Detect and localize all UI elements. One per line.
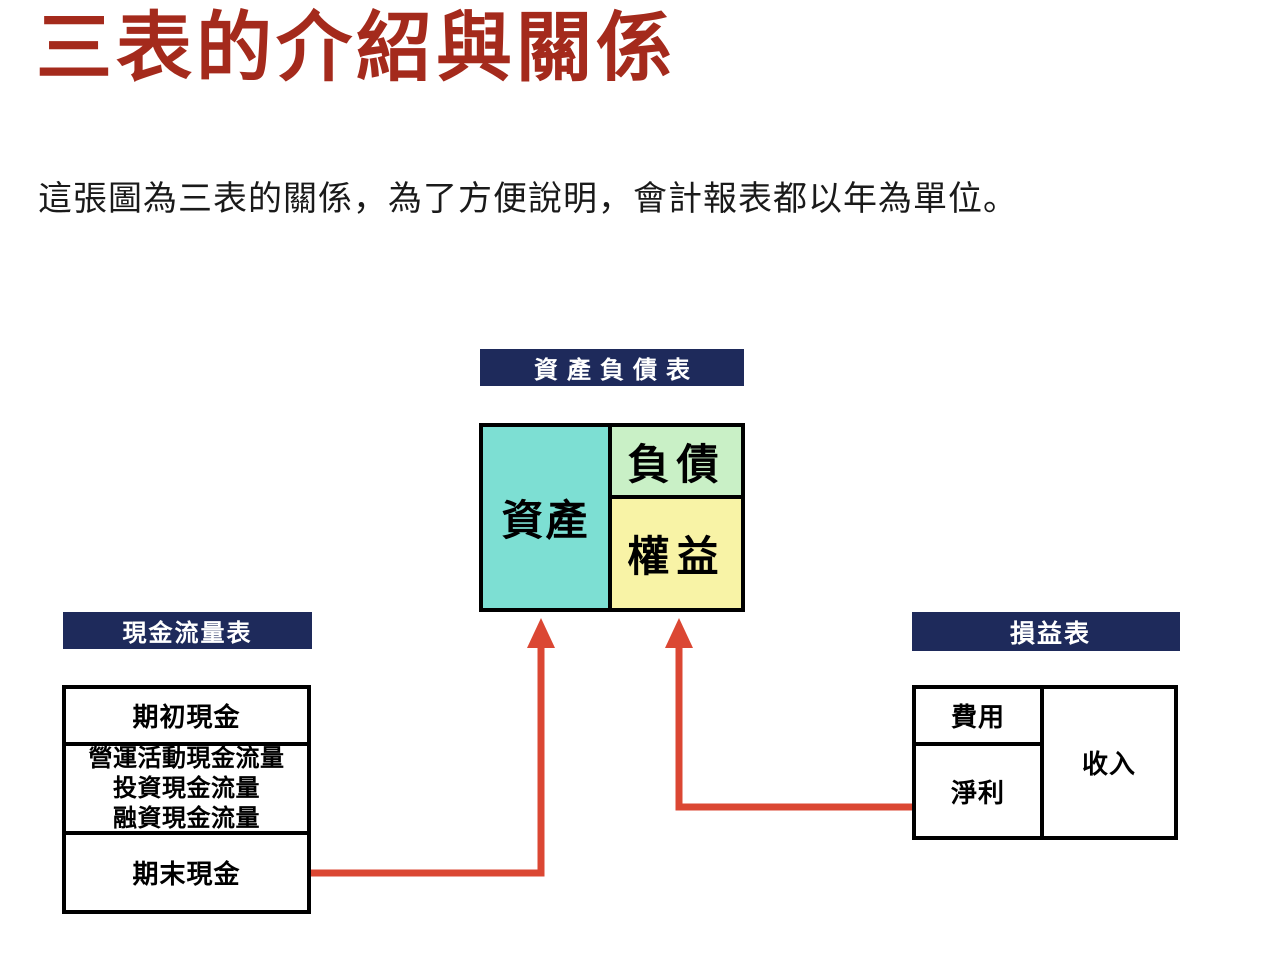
ending-cash-row: 期末現金	[66, 835, 307, 910]
liabilities-label: 負債	[627, 440, 726, 488]
assets-cell: 資產	[483, 427, 612, 608]
cash-flow-table: 期初現金 營運活動現金流量 投資現金流量 融資現金流量 期末現金	[62, 685, 311, 914]
net-profit-label: 淨利	[950, 777, 1005, 808]
equity-cell: 權益	[612, 499, 741, 608]
revenue-cell: 收入	[1044, 689, 1174, 836]
expenses-label: 費用	[950, 702, 1005, 732]
balance-sheet-header-label: 資產負債表	[534, 357, 699, 384]
net-profit-cell: 淨利	[916, 746, 1040, 836]
cash-flow-activities-row: 營運活動現金流量 投資現金流量 融資現金流量	[66, 744, 307, 835]
beginning-cash-row: 期初現金	[66, 689, 307, 746]
page-subtitle: 這張圖為三表的關係，為了方便說明，會計報表都以年為單位。	[38, 180, 1018, 218]
ending-cash-label: 期末現金	[132, 859, 241, 889]
expenses-cell: 費用	[916, 689, 1040, 746]
income-statement-header-band: 損益表	[912, 612, 1180, 651]
arrow-profit-to-equity	[665, 618, 912, 811]
investing-cash-flow-label: 投資現金流量	[113, 774, 260, 802]
assets-label: 資產	[501, 497, 590, 544]
equity-label: 權益	[627, 533, 726, 580]
liabilities-cell: 負債	[612, 427, 741, 499]
operating-cash-flow-label: 營運活動現金流量	[88, 744, 285, 772]
balance-sheet-right-column: 負債 權益	[612, 427, 741, 608]
beginning-cash-label: 期初現金	[132, 702, 241, 732]
balance-sheet-diagram: 資產 負債 權益	[479, 423, 745, 612]
cash-flow-header-band: 現金流量表	[63, 612, 312, 649]
cash-flow-header-label: 現金流量表	[122, 620, 253, 647]
income-statement-table: 費用 淨利 收入	[912, 685, 1178, 840]
income-statement-left-column: 費用 淨利	[916, 689, 1044, 836]
page-title: 三表的介紹與關係	[36, 6, 676, 91]
arrow-cash-to-assets	[311, 618, 555, 877]
income-statement-header-label: 損益表	[1009, 619, 1091, 648]
balance-sheet-header-band: 資產負債表	[480, 349, 744, 386]
financing-cash-flow-label: 融資現金流量	[113, 804, 260, 832]
revenue-label: 收入	[1081, 749, 1136, 779]
